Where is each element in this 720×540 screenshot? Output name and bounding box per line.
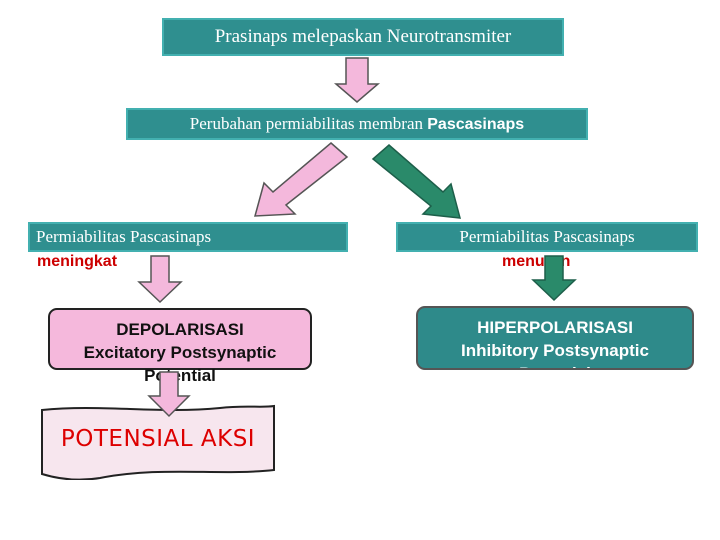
branch-increase-text: Permiabilitas Pascasinaps [36, 227, 212, 246]
depolarization-line3: Potential [144, 366, 216, 385]
branch-decrease-text: Permiabilitas Pascasinaps [459, 227, 635, 246]
hyperpolarization-line3: Potential [418, 362, 692, 368]
depolarization-title: DEPOLARISASI [116, 320, 244, 339]
action-potential-banner [41, 404, 275, 480]
step-prasinaps-text: Prasinaps melepaskan Neurotransmiter [214, 26, 512, 47]
step-permeability-bold: Pascasinaps [427, 116, 525, 133]
hyperpolarization-line2: Inhibitory Postsynaptic [461, 341, 649, 360]
arrow-down-1 [333, 57, 381, 103]
arrow-down-left [137, 255, 183, 304]
arrow-diagonal-right [371, 144, 462, 219]
depolarization-box: DEPOLARISASI Excitatory Postsynaptic Pot… [48, 308, 312, 385]
branch-decrease-box: Permiabilitas Pascasinaps [396, 222, 698, 252]
hyperpolarization-title: HIPERPOLARISASI [477, 318, 633, 337]
step-prasinaps-box: Prasinaps melepaskan Neurotransmiter [162, 18, 564, 56]
branch-increase-box: Permiabilitas Pascasinaps [28, 222, 348, 252]
branch-decrease-word: menurun [502, 253, 571, 270]
branch-increase-word: meningkat [37, 253, 118, 270]
hyperpolarization-box: HIPERPOLARISASI Inhibitory Postsynaptic … [416, 306, 694, 370]
step-permeability-box: Perubahan permiabilitas membran Pascasin… [126, 108, 588, 140]
action-potential-text: POTENSIAL AKSI [60, 426, 256, 452]
arrow-diagonal-left [254, 142, 349, 217]
step-permeability-text: Perubahan permiabilitas membran [189, 114, 428, 133]
depolarization-line2: Excitatory Postsynaptic [83, 343, 277, 362]
